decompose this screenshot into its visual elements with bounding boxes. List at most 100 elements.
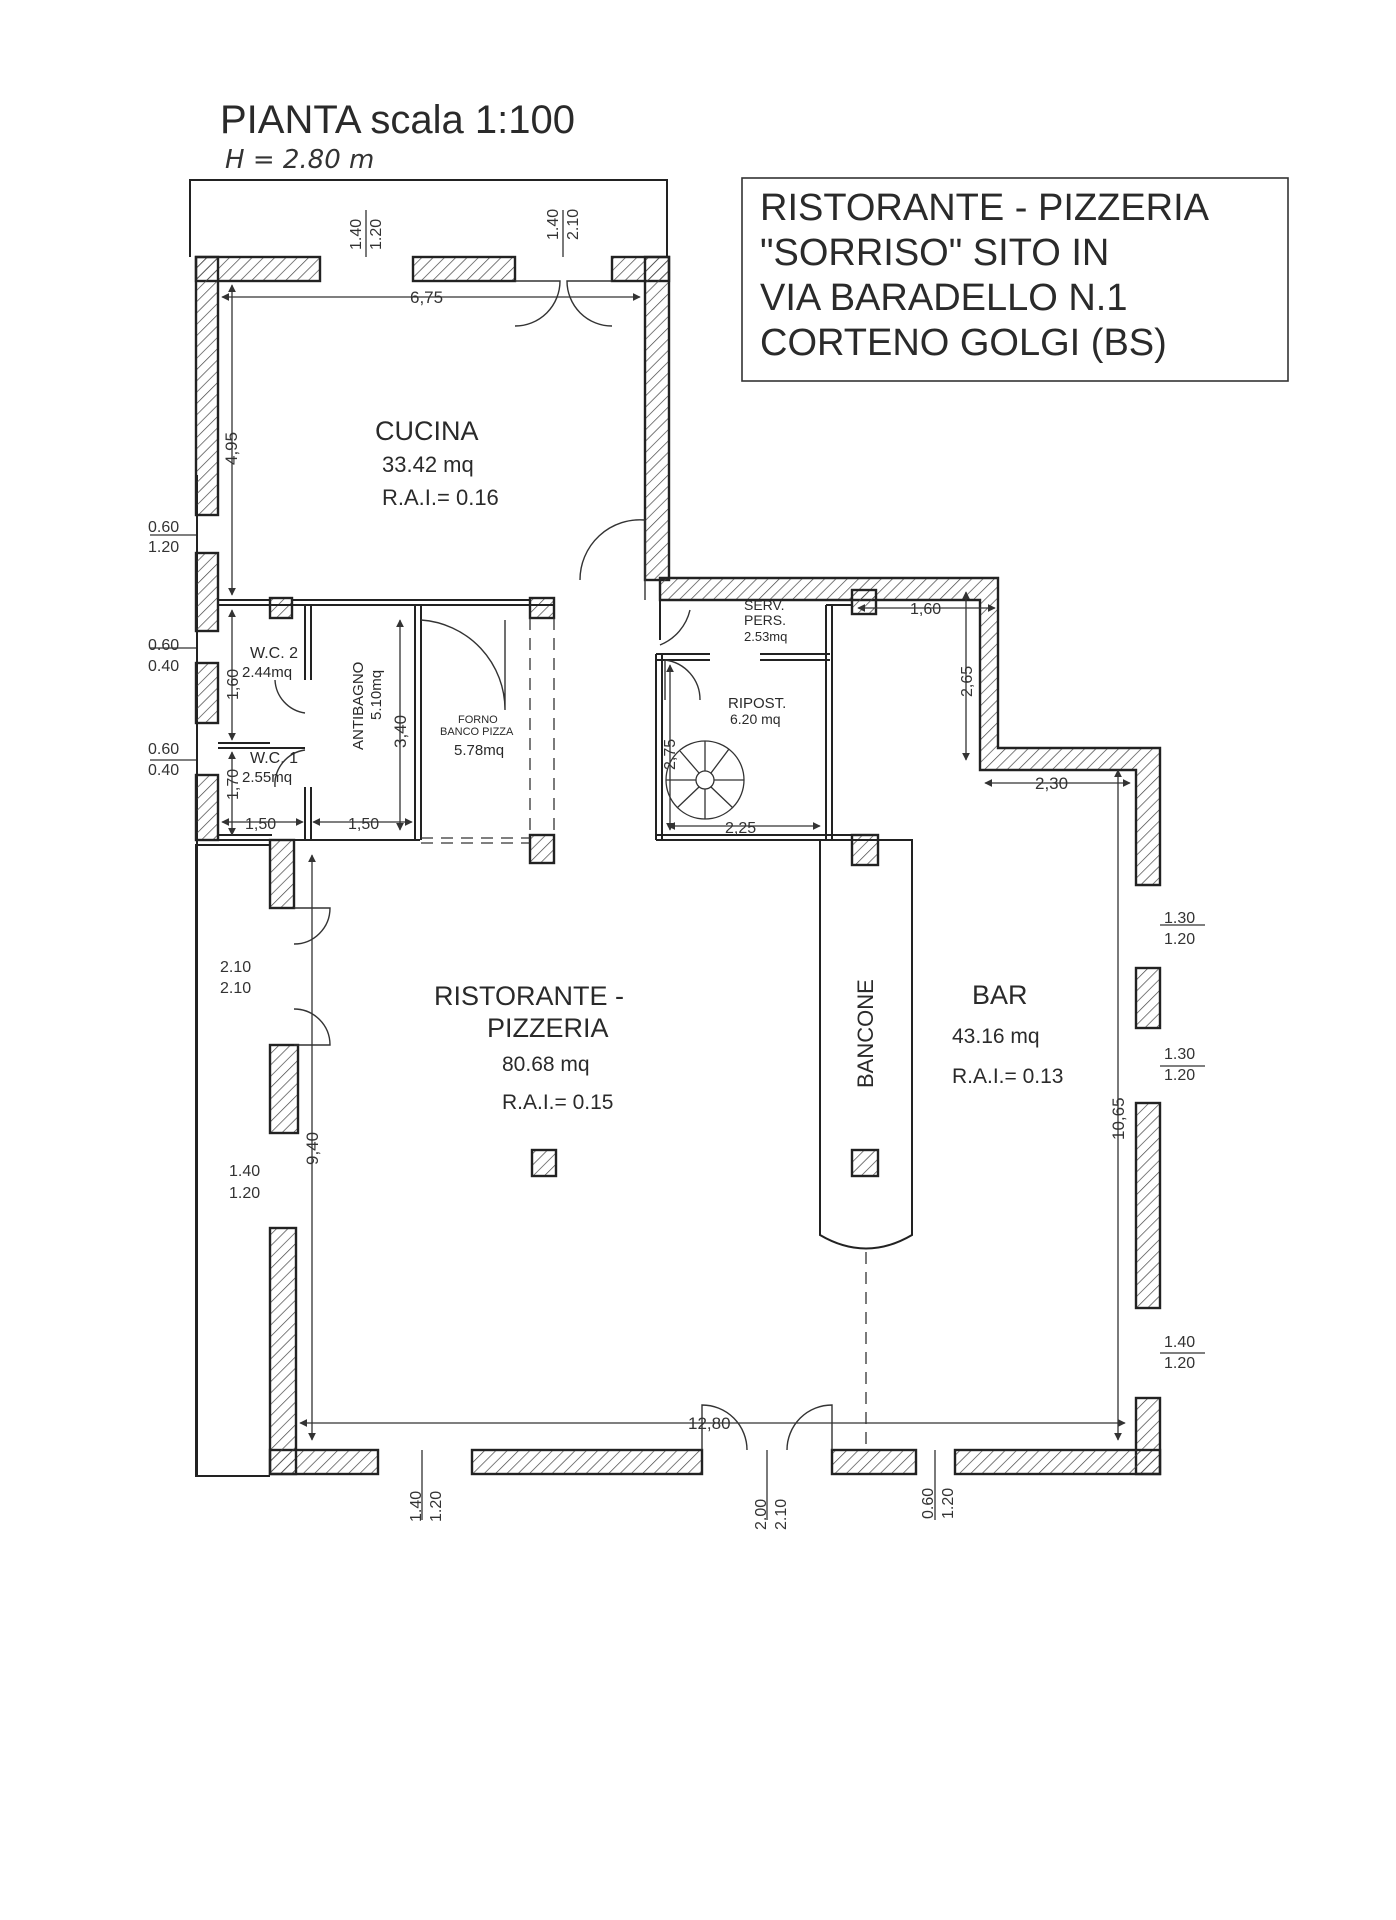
- dim-wc2-depth: 1,60: [225, 669, 242, 700]
- right-window-3-width: 1.40: [1164, 1334, 1195, 1351]
- dim-total-width: 12,80: [688, 1414, 731, 1433]
- top-door-height: 2.10: [565, 209, 582, 240]
- dim-bar-depth: 10,65: [1109, 1097, 1128, 1140]
- wall-segment: [194, 773, 220, 842]
- top-window-width: 1.40: [348, 219, 365, 250]
- bottom-window-1-height: 1.20: [428, 1491, 445, 1522]
- top-door-width: 1.40: [545, 209, 562, 240]
- wall-segment: [268, 1226, 298, 1476]
- wc1-name: W.C. 1: [250, 750, 298, 767]
- dim-wc-width-2: 1,50: [348, 816, 379, 833]
- cucina-name: CUCINA: [375, 416, 479, 446]
- bar-rai: R.A.I.= 0.13: [952, 1065, 1063, 1088]
- dim-bar-width: 2,30: [1035, 774, 1068, 793]
- dimension-lines: [150, 210, 1205, 1520]
- room-labels: CUCINA 33.42 mq R.A.I.= 0.16 W.C. 2 2.44…: [242, 416, 1063, 1114]
- wall-segment: [953, 1448, 1162, 1476]
- bottom-door-width: 2.00: [753, 1499, 770, 1530]
- serv-area: 2.53mq: [744, 629, 787, 644]
- pillar: [528, 596, 556, 620]
- ripost-name: RIPOST.: [728, 695, 786, 712]
- dim-antibagno-depth: 3,40: [391, 715, 410, 748]
- antibagno-area: 5.10mq: [368, 670, 385, 720]
- serv-name-2: PERS.: [744, 612, 786, 628]
- info-line-4: CORTENO GOLGI (BS): [760, 322, 1167, 364]
- antibagno-name: ANTIBAGNO: [350, 662, 367, 750]
- door-swing: [274, 679, 306, 714]
- dim-ripost-depth: 2,75: [662, 739, 679, 770]
- right-window-1-height: 1.20: [1164, 931, 1195, 948]
- bottom-window-2-height: 1.20: [940, 1488, 957, 1519]
- pillar: [530, 1148, 558, 1178]
- door-swing: [274, 749, 306, 788]
- wall-segment: [268, 838, 296, 910]
- ripost-area: 6.20 mq: [730, 711, 781, 727]
- bottom-window-1-width: 1.40: [408, 1491, 425, 1522]
- door-swing: [514, 280, 561, 327]
- cucina-area: 33.42 mq: [382, 452, 474, 477]
- info-box-frame: [741, 177, 1289, 382]
- right-window-1-width: 1.30: [1164, 910, 1195, 927]
- dim-wc1-depth: 1,70: [225, 769, 242, 800]
- opening-labels: 1.40 1.20 1.40 2.10 0.60 1.20 0.60 0.40 …: [148, 209, 1195, 1530]
- dim-ripost-width: 2,25: [725, 820, 756, 837]
- doors: [274, 280, 833, 1451]
- left-window-3-width: 0.60: [148, 741, 179, 758]
- door-swing: [579, 519, 646, 600]
- pillar: [528, 833, 556, 865]
- forno-name-1: FORNO: [458, 714, 498, 726]
- door-swing: [786, 1404, 833, 1451]
- info-box: RISTORANTE - PIZZERIA "SORRISO" SITO IN …: [741, 177, 1289, 382]
- wall-segment: [643, 255, 671, 582]
- wall-segment: [1134, 966, 1162, 1030]
- ristorante-rai: R.A.I.= 0.15: [502, 1091, 613, 1114]
- left-window-4-width: 1.40: [229, 1163, 260, 1180]
- wall-segment: [411, 255, 517, 283]
- dim-ristorante-depth: 9,40: [303, 1132, 322, 1165]
- left-door-width: 2.10: [220, 959, 251, 976]
- forno-area: 5.78mq: [454, 742, 504, 759]
- left-window-1-width: 0.60: [148, 519, 179, 536]
- cucina-rai: R.A.I.= 0.16: [382, 485, 499, 510]
- bar-area: 43.16 mq: [952, 1025, 1040, 1048]
- wall-segment: [194, 551, 220, 633]
- wall-segment: [830, 1448, 918, 1476]
- dim-cucina-width: 6,75: [410, 288, 443, 307]
- forno-name-2: BANCO PIZZA: [440, 726, 514, 738]
- bottom-door-height: 2.10: [773, 1499, 790, 1530]
- door-swing: [659, 609, 691, 646]
- dim-serv-width: 1,60: [910, 601, 941, 618]
- door-swing: [566, 280, 613, 327]
- wall-segment: [194, 255, 220, 517]
- wc1-area: 2.55mq: [242, 769, 292, 786]
- left-door-height: 2.10: [220, 980, 251, 997]
- door-swing: [293, 907, 331, 945]
- right-window-3-height: 1.20: [1164, 1355, 1195, 1372]
- info-line-3: VIA BARADELLO N.1: [760, 277, 1128, 319]
- partitions: [218, 599, 913, 1450]
- right-window-2-width: 1.30: [1164, 1046, 1195, 1063]
- dim-cucina-depth: 4,95: [222, 432, 241, 465]
- bar-name: BAR: [972, 980, 1028, 1010]
- wall-segment: [268, 1043, 300, 1135]
- left-window-1-height: 1.20: [148, 539, 179, 556]
- pillar: [268, 596, 294, 620]
- plan-title: PIANTA scala 1:100: [220, 98, 575, 142]
- dim-wc-width-1: 1,50: [245, 816, 276, 833]
- wall-segment: [470, 1448, 704, 1476]
- dim-serv-depth: 2,65: [959, 666, 976, 697]
- pillar: [850, 588, 878, 616]
- wc2-name: W.C. 2: [250, 645, 298, 662]
- bancone-counter: [819, 839, 913, 1250]
- top-window-height: 1.20: [368, 219, 385, 250]
- bottom-window-2-width: 0.60: [920, 1488, 937, 1519]
- ristorante-name-2: PIZZERIA: [487, 1013, 609, 1043]
- wall-segment: [658, 576, 1162, 887]
- top-balcony-line: [189, 179, 668, 257]
- left-window-3-height: 0.40: [148, 762, 179, 779]
- left-window-2-width: 0.60: [148, 637, 179, 654]
- door-swing: [701, 1404, 748, 1451]
- left-portico-line: [195, 844, 270, 1477]
- info-line-2: "SORRISO" SITO IN: [760, 232, 1109, 274]
